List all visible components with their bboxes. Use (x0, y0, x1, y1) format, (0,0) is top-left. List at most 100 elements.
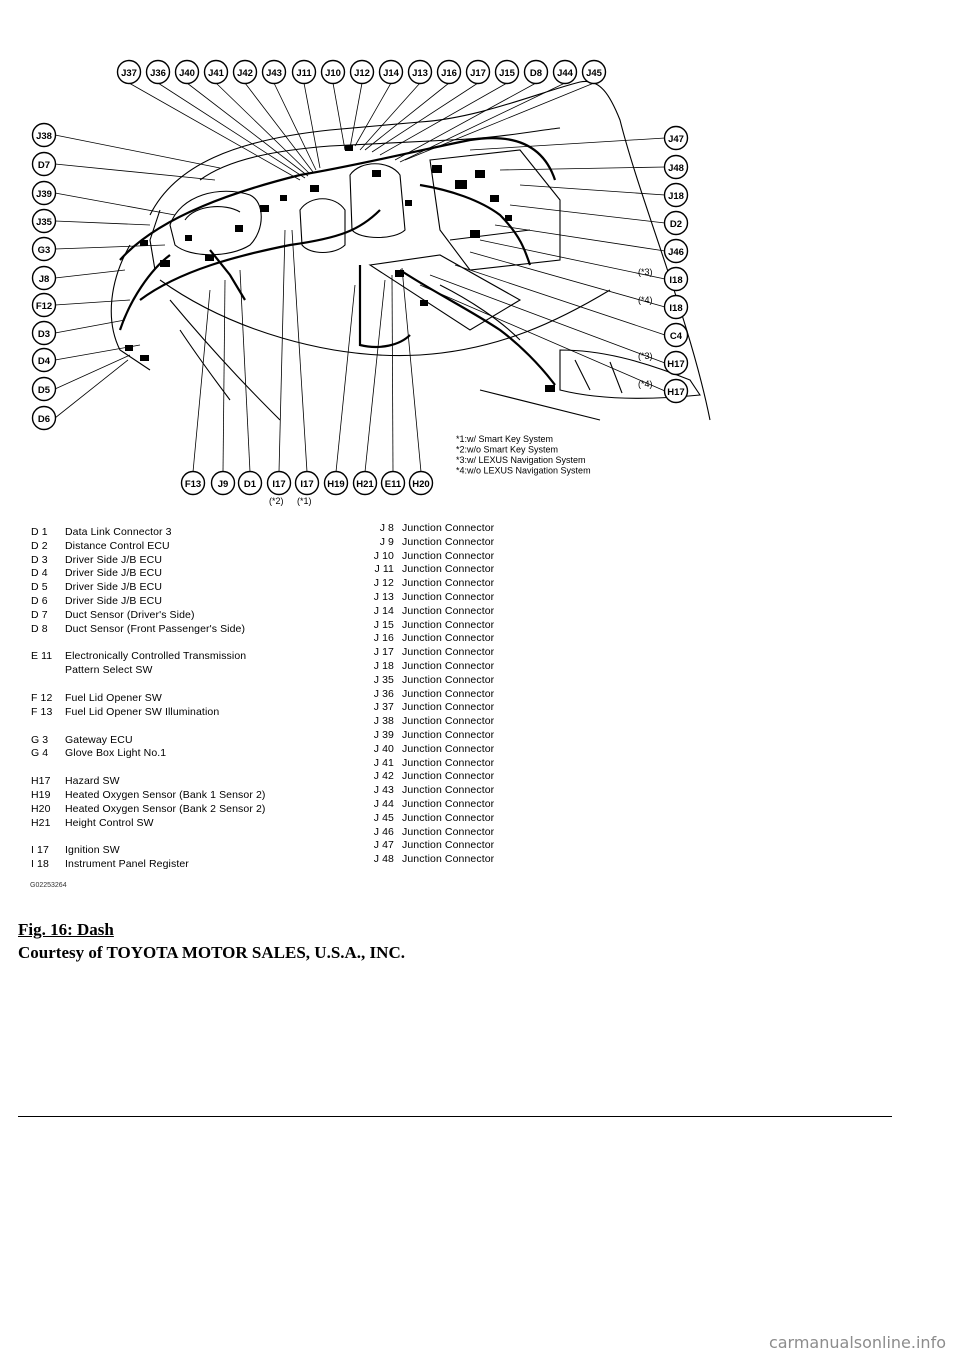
legend-name: Junction Connector (402, 770, 495, 783)
callout-label: E11 (385, 479, 402, 490)
legend-code: F 13 (31, 705, 53, 718)
legend-name: Junction Connector (402, 687, 495, 700)
callout-label: D2 (670, 219, 682, 230)
callout-j46: J46 (663, 238, 689, 264)
legend-name: Fuel Lid Opener SW Illumination (65, 705, 220, 718)
leader-line (278, 229, 286, 473)
callout-h19: H19 (323, 470, 349, 496)
callout-label: J16 (441, 68, 457, 79)
legend-name: Junction Connector (402, 715, 495, 728)
leader-line (54, 354, 131, 390)
legend-code: J 36 (373, 687, 394, 700)
callout-j44: J44 (552, 59, 578, 85)
callout-c4: C4 (663, 322, 689, 348)
leader-line (391, 274, 394, 473)
callout-d7: D7 (31, 151, 57, 177)
leader-line (509, 204, 666, 224)
legend-code: F 12 (31, 691, 53, 704)
leader-line (359, 82, 421, 151)
callout-label: J41 (208, 68, 225, 79)
callout-label: J47 (668, 134, 684, 145)
callout-label: J14 (383, 68, 400, 79)
leader-line (273, 82, 317, 171)
callout-j47: J47 (663, 125, 689, 151)
figure-title-link[interactable]: Fig. 16: Dash (18, 920, 114, 939)
legend-name: Driver Side J/B ECU (65, 581, 163, 594)
leader-line (54, 299, 131, 306)
leader-line (222, 279, 226, 473)
legend-code: J 39 (373, 728, 394, 741)
callout-g3: G3 (31, 236, 57, 262)
wire-harness (118, 137, 557, 386)
legend-code: J 37 (373, 701, 394, 714)
legend-code: I 17 (31, 844, 49, 857)
leader-line (54, 134, 221, 169)
callout-label: H19 (327, 479, 344, 490)
legend-name: Instrument Panel Register (65, 858, 189, 871)
legend-name: Junction Connector (402, 728, 495, 741)
callout-note: (*2) (269, 496, 284, 506)
leader-line (354, 82, 392, 147)
legend-name: Junction Connector (402, 853, 495, 866)
callout-label: D8 (530, 68, 542, 79)
legend-code: J 48 (373, 853, 394, 866)
legend-code: H21 (31, 816, 51, 829)
legend-name: Junction Connector (402, 646, 495, 659)
legend-name: Distance Control ECU (65, 539, 170, 552)
image-code: G02253264 (30, 882, 67, 889)
callout-label: J12 (354, 68, 370, 79)
legend-code: J 46 (373, 825, 394, 838)
legend-name: Fuel Lid Opener SW (65, 691, 162, 704)
callout-label: I18 (669, 275, 682, 286)
callout-label: I18 (669, 303, 682, 314)
legend-name: Junction Connector (402, 535, 495, 548)
callout-f12: F12 (31, 292, 57, 318)
callout-j8: J8 (31, 265, 57, 291)
legend-name: Data Link Connector 3 (65, 526, 172, 538)
callout-label: J13 (412, 68, 428, 79)
leader-line (364, 279, 386, 473)
callout-label: J40 (179, 68, 195, 79)
legend-code: J 43 (373, 784, 394, 797)
legend-code: J 35 (373, 673, 394, 686)
callout-label: I17 (300, 479, 313, 490)
legend-name: Junction Connector (402, 839, 495, 852)
leader-line (54, 220, 151, 226)
callout-j43: J43 (261, 59, 287, 85)
legend-code: J 13 (373, 590, 394, 603)
callout-label: D5 (38, 385, 51, 396)
footnote: *2:w/o Smart Key System (456, 445, 558, 455)
legend-code: H17 (31, 775, 51, 788)
callout-j15: J15 (494, 59, 520, 85)
legend-name: Junction Connector (402, 604, 495, 617)
legend-name: Junction Connector (402, 756, 495, 769)
legend-code: I 18 (31, 858, 49, 871)
watermark: carmanualsonline.info (768, 1333, 946, 1352)
legend-code: J 41 (373, 756, 394, 769)
legend-name: Electronically Controlled Transmission (65, 650, 247, 663)
legend-name: Junction Connector (402, 549, 495, 562)
callout-e11: E11 (380, 470, 406, 496)
legend-row: J 36 Junction Connector (368, 688, 494, 702)
callout-label: D1 (244, 479, 257, 490)
legend-name: Junction Connector (402, 797, 495, 810)
legend-name: Junction Connector (402, 522, 495, 534)
legend-name: Junction Connector (402, 811, 495, 824)
callout-label: J46 (668, 247, 684, 258)
leader-line (379, 82, 508, 156)
